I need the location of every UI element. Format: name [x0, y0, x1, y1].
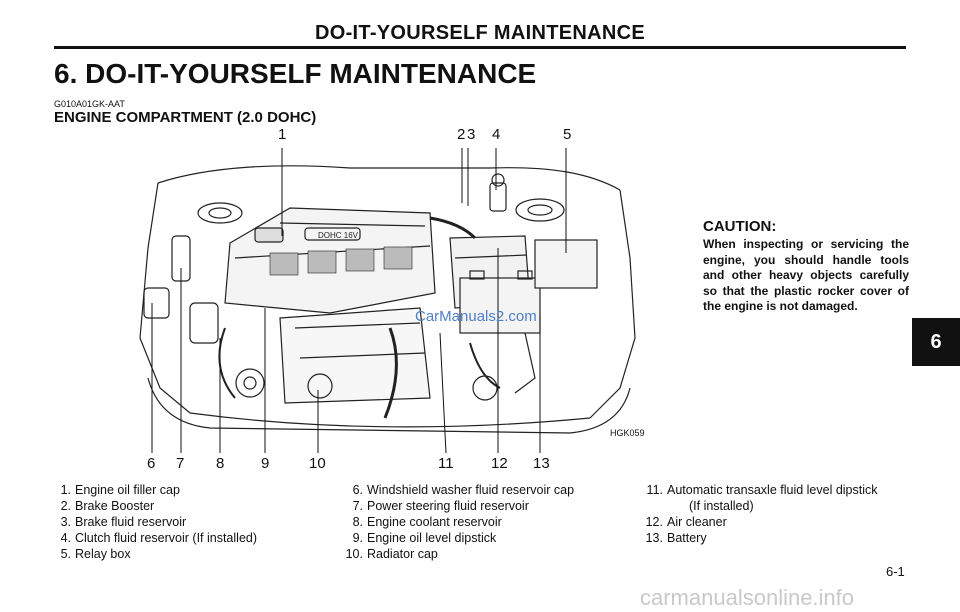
engine-cover-label: DOHC 16V [318, 231, 359, 240]
callout-1: 1 [278, 126, 287, 143]
legend-item: 4.Clutch fluid reservoir (If installed) [60, 531, 258, 545]
callout-13: 13 [533, 455, 550, 472]
section-title: ENGINE COMPARTMENT (2.0 DOHC) [54, 109, 317, 126]
running-head: DO-IT-YOURSELF MAINTENANCE [314, 22, 646, 44]
caution-body: When inspecting or servicing the engine,… [703, 237, 909, 313]
callout-5: 5 [563, 126, 572, 143]
callout-9: 9 [261, 455, 270, 472]
watermark-text: CarManuals2.com [415, 308, 537, 325]
legend-item: 5.Relay box [60, 547, 131, 561]
legend-column-2: 6.Windshield washer fluid reservoir cap … [344, 482, 574, 562]
engine-compartment-illustration: DOHC 16V [139, 148, 636, 454]
legend-item: 12.Air cleaner [645, 515, 727, 529]
callout-4: 4 [492, 126, 501, 143]
header-rule [54, 46, 906, 49]
page-number: 6-1 [886, 564, 905, 579]
caution-box: CAUTION: When inspecting or servicing th… [703, 218, 909, 315]
legend-item: 8.Engine coolant reservoir [352, 515, 502, 529]
callout-12: 12 [491, 455, 508, 472]
legend-item: 10.Radiator cap [345, 547, 438, 561]
caution-title: CAUTION: [703, 218, 777, 235]
callout-6: 6 [147, 455, 156, 472]
chapter-title: 6. DO-IT-YOURSELF MAINTENANCE [54, 58, 537, 89]
callout-2: 2 [457, 126, 466, 143]
callout-3: 3 [467, 126, 476, 143]
callout-leaders [151, 148, 567, 454]
legend-item: 3.Brake fluid reservoir [60, 515, 187, 529]
legend-item: 2.Brake Booster [60, 499, 155, 513]
legend-item: 7.Power steering fluid reservoir [352, 499, 529, 513]
figure-code: HGK059 [610, 428, 645, 438]
site-footer-watermark: carmanualsonline.info [640, 585, 855, 610]
callout-10: 10 [309, 455, 326, 472]
engine-drawing-lines [139, 165, 636, 434]
legend-column-3: 11.Automatic transaxle fluid level dipst… [644, 482, 878, 546]
chapter-tab: 6 [912, 318, 960, 366]
section-code: G010A01GK-AAT [54, 99, 125, 109]
callout-7: 7 [176, 455, 185, 472]
callout-11: 11 [438, 455, 454, 472]
legend-item: 6.Windshield washer fluid reservoir cap [352, 483, 575, 497]
legend-item: 13.Battery [645, 531, 707, 545]
legend-item: 1.Engine oil filler cap [60, 483, 180, 497]
legend-item: 11.Automatic transaxle fluid level dipst… [646, 483, 878, 513]
legend-item: 9.Engine oil level dipstick [352, 531, 497, 545]
callout-8: 8 [216, 455, 225, 472]
legend-column-1: 1.Engine oil filler cap 2.Brake Booster … [58, 482, 257, 562]
